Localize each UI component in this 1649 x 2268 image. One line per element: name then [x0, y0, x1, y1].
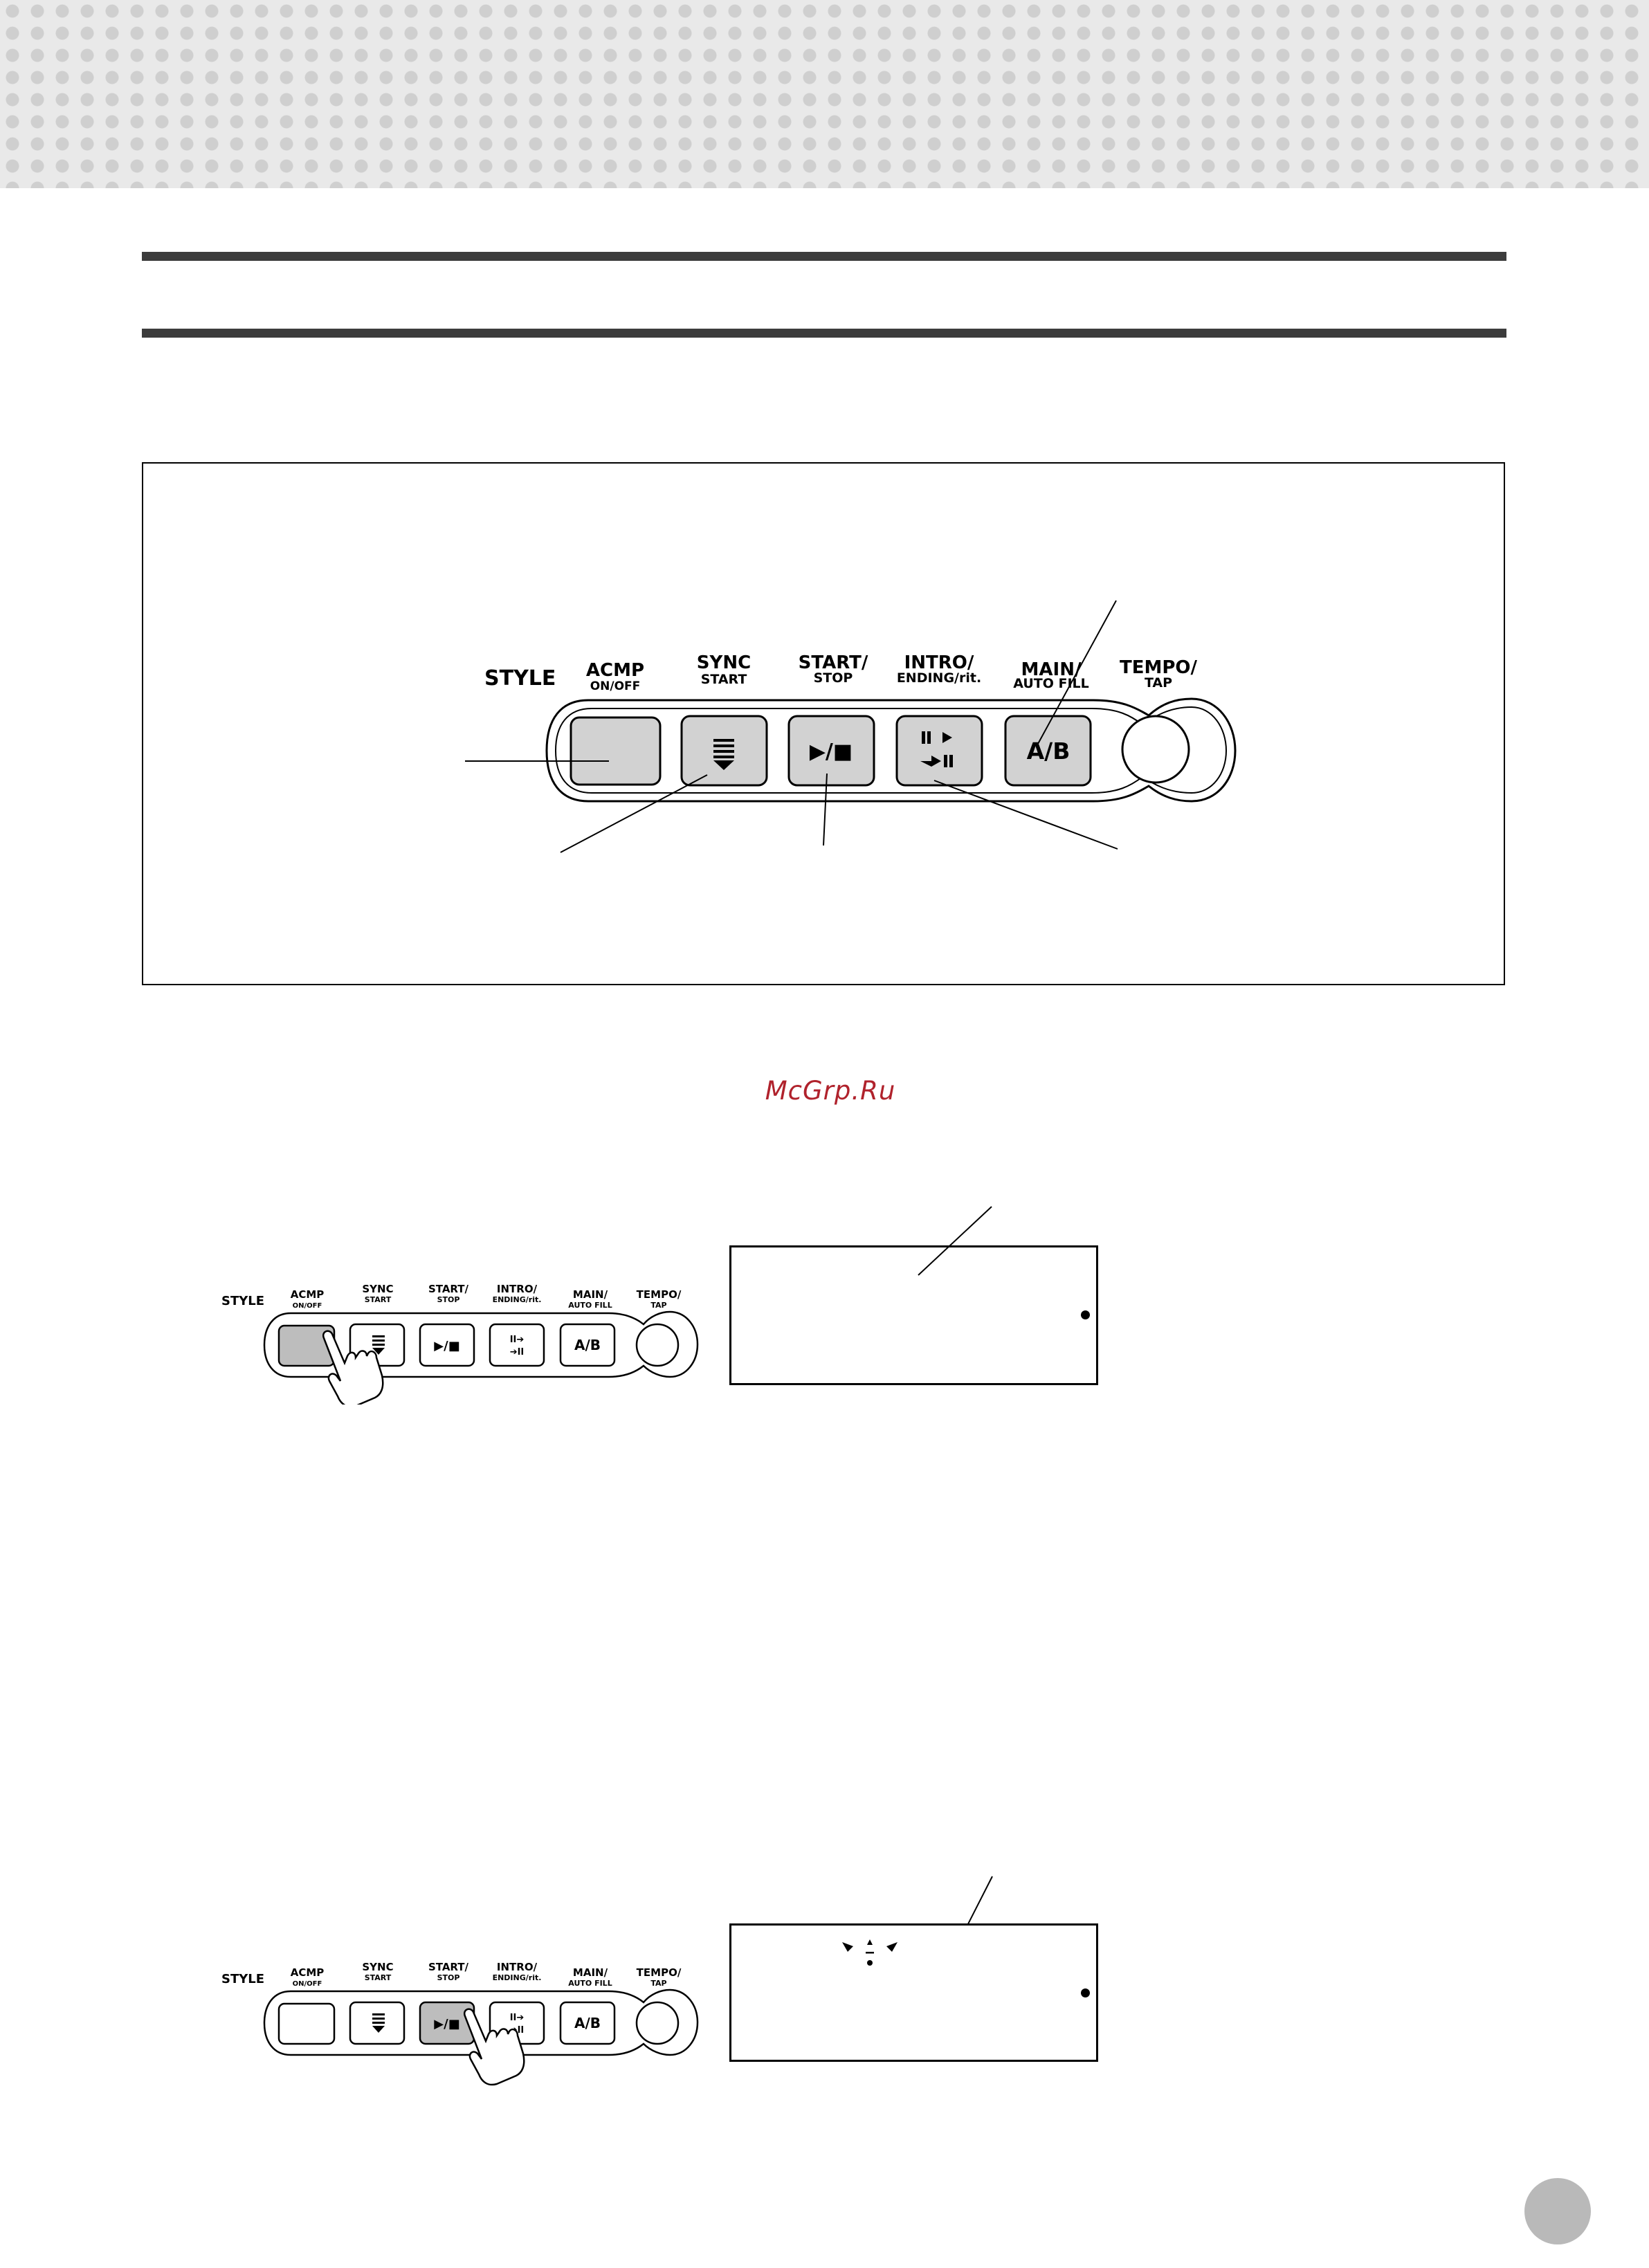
lcd-display-step1	[729, 1245, 1098, 1385]
pointing-hand-icon	[463, 2008, 525, 2086]
svg-text:A/B: A/B	[574, 2015, 601, 2031]
leader-intro	[933, 780, 1118, 850]
svg-text:TAP: TAP	[650, 1301, 666, 1310]
ab-label: A/B	[1027, 738, 1071, 765]
label-tempo: TEMPO/	[1120, 657, 1198, 678]
svg-text:ENDING/rit.: ENDING/rit.	[493, 1295, 542, 1304]
svg-text:ACMP: ACMP	[291, 1288, 325, 1301]
svg-text:STYLE: STYLE	[221, 1972, 264, 1986]
svg-text:ON/OFF: ON/OFF	[293, 1302, 322, 1310]
svg-text:➔II: ➔II	[510, 1347, 525, 1357]
lcd-indicator-dot	[1081, 1310, 1090, 1319]
svg-text:SYNC: SYNC	[362, 1283, 393, 1295]
svg-text:ENDING/rit.: ENDING/rit.	[493, 1973, 542, 1982]
lcd-indicator-dot	[1081, 1988, 1090, 1997]
intro-button-small[interactable]	[489, 1323, 545, 1367]
svg-text:TAP: TAP	[650, 1979, 666, 1988]
svg-text:II➔: II➔	[510, 1335, 525, 1345]
page-number-badge	[1524, 2178, 1591, 2244]
svg-text:▶/■: ▶/■	[434, 1339, 459, 1353]
leader-sync	[560, 774, 708, 853]
svg-text:SYNC: SYNC	[362, 1961, 393, 1973]
ab-button-small[interactable]	[559, 2001, 616, 2045]
svg-text:ON/OFF: ON/OFF	[293, 1980, 322, 1988]
label-sync: SYNC	[697, 652, 751, 673]
label-intro: INTRO/	[904, 652, 974, 673]
section-rule-bottom	[142, 329, 1506, 338]
start-stop-button[interactable]	[787, 715, 875, 787]
leader-ab	[1037, 600, 1117, 744]
svg-text:▶/■: ▶/■	[434, 2017, 459, 2031]
svg-text:A/B: A/B	[574, 1337, 601, 1353]
label-tempo-sub: TAP	[1145, 675, 1172, 691]
svg-text:MAIN/: MAIN/	[573, 1288, 608, 1301]
label-acmp: ACMP	[586, 660, 644, 681]
watermark: McGrp.Ru	[765, 1076, 896, 1106]
tempo-button-small[interactable]	[635, 1323, 680, 1367]
svg-text:II➔: II➔	[510, 2013, 525, 2023]
svg-text:START/: START/	[428, 1961, 469, 1973]
svg-text:TEMPO/: TEMPO/	[637, 1966, 682, 1979]
acmp-button-small[interactable]	[277, 2002, 336, 2045]
label-sync-sub: START	[701, 672, 747, 687]
section-rule-top	[142, 252, 1506, 261]
start-stop-button-small[interactable]	[419, 1323, 475, 1367]
label-style: STYLE	[484, 666, 556, 691]
tempo-button-small[interactable]	[635, 2001, 680, 2045]
pointing-hand-icon	[322, 1330, 384, 1405]
tempo-tap-button[interactable]	[1121, 715, 1190, 784]
sync-start-icon	[713, 739, 734, 770]
svg-text:ACMP: ACMP	[291, 1966, 325, 1979]
panel-outline	[545, 697, 1237, 803]
ab-button[interactable]	[1004, 715, 1092, 787]
svg-text:TEMPO/: TEMPO/	[637, 1288, 682, 1301]
label-intro-sub: ENDING/rit.	[897, 670, 981, 686]
label-acmp-sub: ON/OFF	[590, 679, 641, 693]
svg-text:AUTO FILL: AUTO FILL	[568, 1979, 612, 1988]
beat-indicator-icon	[842, 1939, 898, 1966]
svg-text:AUTO FILL: AUTO FILL	[568, 1301, 612, 1310]
panel-diagram-box	[142, 462, 1505, 985]
ab-button-small[interactable]	[559, 1323, 616, 1367]
acmp-button[interactable]	[570, 716, 662, 786]
label-start-sub: STOP	[814, 670, 853, 686]
panel-illustration-step2: STYLE ACMP ON/OFF SYNC START START/ STOP…	[221, 1961, 699, 2086]
svg-text:START: START	[365, 1973, 392, 1982]
svg-text:MAIN/: MAIN/	[573, 1966, 608, 1979]
svg-text:START/: START/	[428, 1283, 469, 1295]
svg-text:INTRO/: INTRO/	[497, 1283, 538, 1295]
start-stop-icon: ▶/■	[810, 740, 853, 764]
small-label-style: STYLE	[221, 1294, 264, 1308]
leader-start	[823, 773, 828, 846]
svg-text:START: START	[365, 1295, 392, 1304]
svg-text:STOP: STOP	[437, 1973, 460, 1982]
panel-illustration-step1: STYLE ACMP ON/OFF SYNC START START/ STOP…	[221, 1283, 699, 1405]
header-pattern	[0, 0, 1649, 188]
lcd-display-step2	[729, 1923, 1098, 2062]
label-main: MAIN/	[1021, 659, 1082, 680]
intro-ending-button[interactable]	[895, 715, 983, 787]
label-main-sub: AUTO FILL	[1013, 676, 1089, 691]
intro-ending-icon	[920, 731, 953, 767]
label-start: START/	[799, 652, 868, 673]
svg-text:STOP: STOP	[437, 1295, 460, 1304]
svg-text:INTRO/: INTRO/	[497, 1961, 538, 1973]
